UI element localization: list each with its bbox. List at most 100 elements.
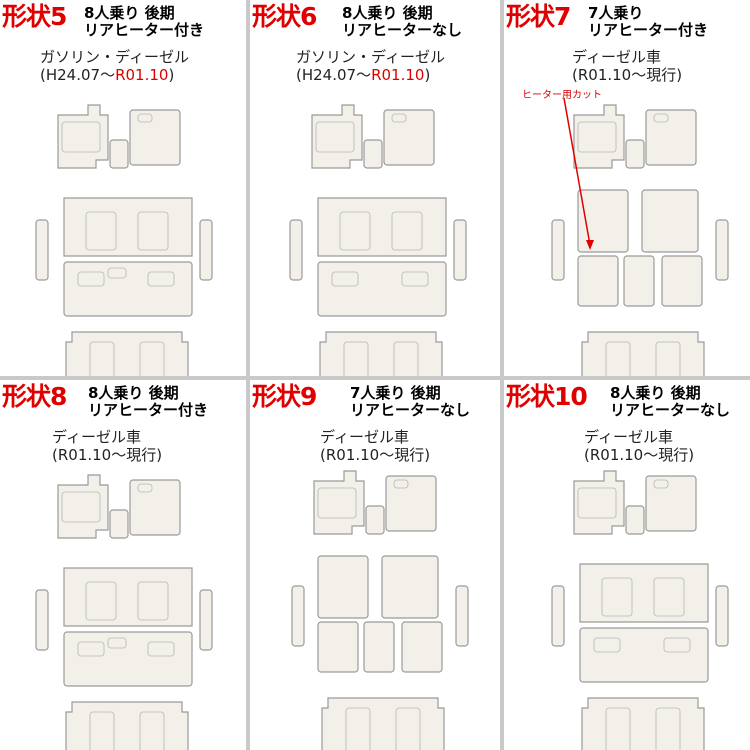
seating-description: 8人乗り 後期 リアヒーター付き: [84, 5, 204, 39]
second-row-right-mat: [381, 555, 439, 619]
passenger-mat: [129, 479, 181, 536]
heater-cut-note: ヒーター用カット: [522, 90, 602, 101]
right-pad: [147, 271, 175, 287]
desc-line-1: 7人乗り 後期: [350, 384, 441, 402]
shape-label: 形状10: [506, 382, 588, 411]
passenger-mat-notch: [653, 479, 669, 489]
console-mat: [625, 139, 645, 169]
left-pad: [331, 271, 359, 287]
seating-description: 8人乗り 後期 リアヒーター付き: [88, 385, 208, 419]
panel-shape-9: 形状9 7人乗り 後期 リアヒーターなし ディーゼル車 (R01.10～現行): [250, 380, 500, 750]
period-end: R01.10: [115, 66, 169, 84]
left-step-mat: [289, 219, 303, 281]
third-row-mat: [65, 701, 189, 750]
third-row-right-seat-mat: [655, 707, 681, 750]
mat-set-diagram: [289, 104, 467, 376]
third-row-mat: [581, 697, 705, 750]
period-start: (H24.07～: [40, 66, 116, 84]
panel-shape-10: 形状10 8人乗り 後期 リアヒーターなし ディーゼル車 (R01.10～現行): [504, 380, 750, 750]
third-row-walk-left-mat: [577, 255, 619, 307]
third-row-right-seat-mat: [655, 341, 681, 376]
vehicle-line-1: ディーゼル車: [572, 48, 661, 66]
passenger-mat-notch: [391, 113, 407, 123]
desc-line-1: 8人乗り 後期: [610, 384, 701, 402]
vehicle-line-2: (R01.10～現行): [52, 446, 163, 464]
console-mat: [109, 509, 129, 539]
mat-set-diagram: [291, 470, 469, 750]
walkthrough-mat: [63, 261, 193, 317]
driver-mat-heel-pad: [315, 121, 355, 153]
second-row-left-seat-mat: [601, 577, 633, 617]
right-step-mat: [715, 585, 729, 647]
right-step-mat: [199, 589, 213, 651]
vehicle-line-1: ガソリン・ディーゼル: [40, 48, 189, 66]
passenger-mat: [129, 109, 181, 166]
passenger-mat: [383, 109, 435, 166]
left-step-mat: [551, 585, 565, 647]
left-step-mat: [551, 219, 565, 281]
vehicle-line-1: ガソリン・ディーゼル: [296, 48, 445, 66]
right-step-mat: [715, 219, 729, 281]
desc-line-1: 7人乗り: [588, 4, 644, 22]
mat-set-diagram: [35, 104, 213, 376]
left-step-mat: [291, 585, 305, 647]
driver-mat: [573, 470, 625, 535]
console-mat: [363, 139, 383, 169]
heater-cut-block: [107, 637, 127, 649]
panel-shape-5: 形状5 8人乗り 後期 リアヒーター付き ガソリン・ディーゼル (H24.07～…: [0, 0, 246, 376]
vehicle-line-2: (R01.10～現行): [572, 66, 683, 84]
second-row-mat: [63, 567, 193, 627]
vehicle-line-2: (R01.10～現行): [584, 446, 695, 464]
second-row-right-seat-mat: [137, 581, 169, 621]
third-row-right-seat-mat: [139, 711, 165, 750]
vehicle-line-1: ディーゼル車: [584, 428, 673, 446]
third-row-walk-left-mat: [317, 621, 359, 673]
vehicle-info: ディーゼル車 (R01.10～現行): [572, 48, 682, 84]
left-pad: [77, 271, 105, 287]
third-row-right-seat-mat: [395, 707, 421, 750]
console-mat: [109, 139, 129, 169]
passenger-mat: [645, 109, 697, 166]
mat-set-diagram: [35, 474, 213, 750]
second-row-right-seat-mat: [391, 211, 423, 251]
vehicle-line-2: (R01.10～現行): [320, 446, 431, 464]
left-step-mat: [35, 219, 49, 281]
heater-cut-arrow: [563, 97, 591, 246]
mat-set-diagram: [551, 470, 729, 750]
vehicle-info: ディーゼル車 (R01.10～現行): [584, 428, 694, 464]
seating-description: 8人乗り 後期 リアヒーターなし: [610, 385, 730, 419]
right-step-mat: [199, 219, 213, 281]
driver-mat-heel-pad: [577, 121, 617, 153]
panel-shape-7: 形状7 7人乗り リアヒーター付き ディーゼル車 (R01.10～現行) ヒータ…: [504, 0, 750, 376]
passenger-mat-notch: [137, 483, 153, 493]
third-row-mat: [65, 331, 189, 376]
passenger-mat-notch: [653, 113, 669, 123]
console-mat: [365, 505, 385, 535]
walkthrough-mat: [579, 627, 709, 683]
second-row-left-seat-mat: [85, 581, 117, 621]
panel-shape-8: 形状8 8人乗り 後期 リアヒーター付き ディーゼル車 (R01.10～現行): [0, 380, 246, 750]
right-pad: [147, 641, 175, 657]
second-row-mat: [579, 563, 709, 623]
desc-line-2: リアヒーター付き: [84, 21, 205, 39]
desc-line-2: リアヒーター付き: [588, 21, 709, 39]
vehicle-info: ディーゼル車 (R01.10～現行): [52, 428, 162, 464]
period-start: (H24.07～: [296, 66, 372, 84]
third-row-left-seat-mat: [343, 341, 369, 376]
driver-mat-heel-pad: [61, 491, 101, 523]
second-row-left-seat-mat: [85, 211, 117, 251]
left-pad: [593, 637, 621, 653]
left-step-mat: [35, 589, 49, 651]
heater-cut-arrowhead: [586, 240, 594, 250]
shape-label: 形状7: [506, 2, 571, 31]
second-row-mat: [317, 197, 447, 257]
seating-description: 8人乗り 後期 リアヒーターなし: [342, 5, 462, 39]
heater-cut-block: [107, 267, 127, 279]
third-row-walk-right-mat: [401, 621, 443, 673]
third-row-left-seat-mat: [605, 707, 631, 750]
vehicle-period: (H24.07～R01.10): [40, 66, 189, 84]
seating-description: 7人乗り 後期 リアヒーターなし: [350, 385, 470, 419]
console-mat: [625, 505, 645, 535]
seating-description: 7人乗り リアヒーター付き: [588, 5, 708, 39]
